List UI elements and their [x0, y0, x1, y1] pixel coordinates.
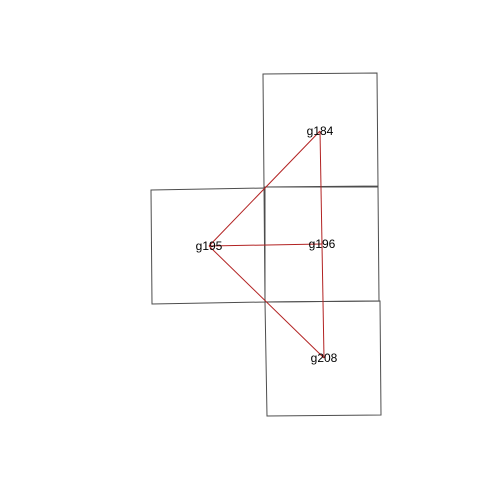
- cell-g184: [262, 72, 379, 188]
- cell-polygons: [150, 72, 382, 417]
- edge-g195-g184: [208, 130, 321, 247]
- edge-g195-g208: [208, 245, 325, 359]
- cell-g208: [264, 300, 382, 417]
- node-label-g196: g196: [309, 237, 336, 251]
- node-labels: g184 g195 g196 g208: [196, 124, 338, 365]
- node-label-g184: g184: [307, 124, 334, 138]
- node-label-g195: g195: [196, 239, 223, 253]
- edge-g184-g208: [319, 130, 325, 359]
- node-label-g208: g208: [311, 351, 338, 365]
- adjacency-edges: [208, 130, 325, 359]
- edge-g195-g196: [208, 243, 323, 247]
